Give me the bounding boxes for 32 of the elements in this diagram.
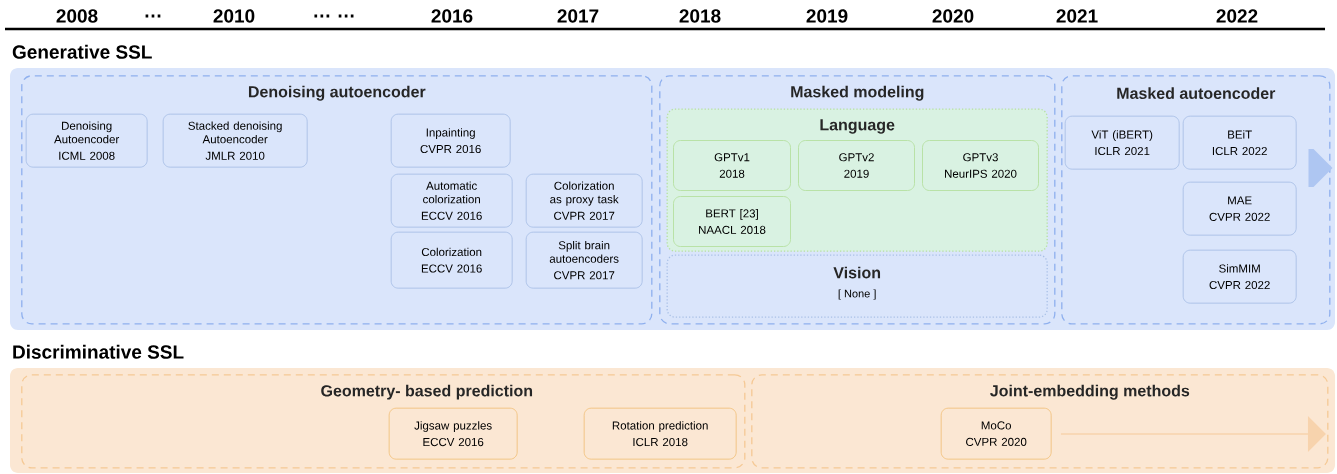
method-box: BEiT ICLR 2022 bbox=[1182, 115, 1297, 170]
method-box: Rotation prediction ICLR 2018 bbox=[583, 407, 737, 460]
year-label: 2017 bbox=[557, 9, 599, 23]
year-label: 2021 bbox=[1056, 9, 1098, 23]
method-box: GPTv2 2019 bbox=[798, 140, 915, 191]
method-box: Jigsaw puzzles ECCV 2016 bbox=[388, 407, 518, 460]
method-box: Automatic colorization ECCV 2016 bbox=[390, 173, 513, 228]
method-box: MAE CVPR 2022 bbox=[1182, 181, 1297, 236]
year-label: … … bbox=[314, 14, 354, 18]
method-box: SimMIM CVPR 2022 bbox=[1182, 249, 1297, 304]
node-label: Generative SSL bbox=[12, 44, 152, 59]
method-box: Denoising Autoencoder ICML 2008 bbox=[25, 113, 148, 168]
method-box: Colorization ECCV 2016 bbox=[390, 231, 513, 289]
node-label: Discriminative SSL bbox=[13, 344, 184, 359]
method-box: BERT [23] NAACL 2018 bbox=[673, 196, 791, 247]
method-box: MoCo CVPR 2020 bbox=[940, 407, 1052, 460]
method-box: Inpainting CVPR 2016 bbox=[390, 113, 511, 168]
method-box: Stacked denoising Autoencoder JMLR 2010 bbox=[162, 113, 308, 168]
year-label: 2008 bbox=[56, 9, 98, 23]
method-box: GPTv1 2018 bbox=[673, 140, 791, 191]
method-box: GPTv3 NeurIPS 2020 bbox=[922, 140, 1039, 191]
year-label: 2010 bbox=[213, 9, 255, 23]
year-label: 2022 bbox=[1216, 9, 1258, 23]
year-label: 2018 bbox=[679, 9, 721, 23]
subgroup-box: Vision [ None ] bbox=[666, 254, 1048, 318]
method-box: ViT (iBERT) ICLR 2021 bbox=[1064, 115, 1180, 170]
year-label: 2016 bbox=[431, 9, 473, 23]
year-label: 2020 bbox=[932, 9, 974, 23]
method-box: Split brain autoencoders CVPR 2017 bbox=[525, 231, 643, 289]
year-label: 2019 bbox=[806, 9, 848, 23]
method-box: Colorization as proxy task CVPR 2017 bbox=[525, 173, 643, 228]
year-label: … bbox=[145, 14, 161, 18]
